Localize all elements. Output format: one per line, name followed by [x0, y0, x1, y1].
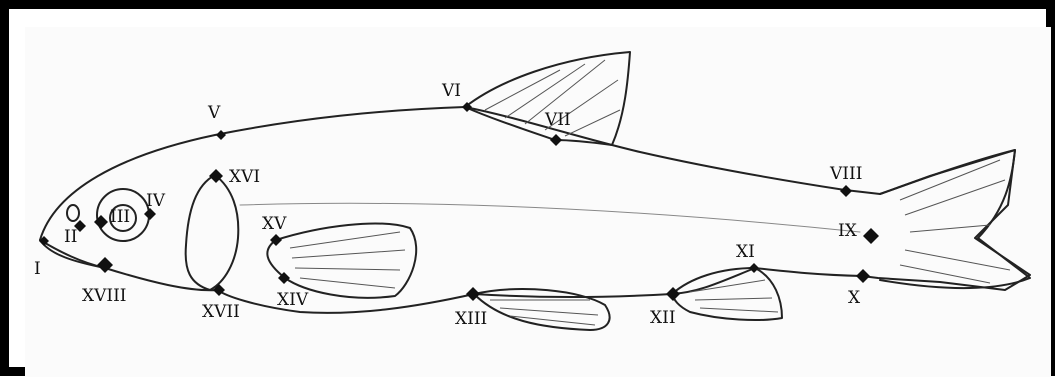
landmark-label-iv: IV [146, 191, 166, 211]
operculum [186, 175, 239, 290]
landmark-marker-ix [863, 228, 879, 244]
landmark-label-vii: VII [544, 110, 571, 130]
nostril [67, 205, 79, 221]
landmark-label-xiv: XIV [277, 290, 309, 310]
landmark-label-ii: II [64, 227, 77, 247]
landmark-label-vi: VI [441, 81, 461, 101]
landmark-label-ix: IX [838, 221, 858, 241]
dorsal-fin [465, 52, 630, 145]
landmark-label-xiii: XIII [455, 309, 487, 329]
anal-fin [672, 268, 782, 320]
landmark-label-iii: III [110, 207, 130, 227]
landmark-label-xii: XII [650, 308, 676, 328]
fish-outline [40, 52, 1030, 330]
caudal-fin [880, 150, 1030, 288]
landmark-label-xv: XV [262, 214, 287, 234]
landmark-marker-x [856, 269, 870, 283]
pectoral-fin [267, 224, 416, 298]
fin-rays [290, 60, 1010, 325]
landmark-marker-vii [550, 134, 562, 146]
landmark-label-xvi: XVI [229, 167, 260, 187]
landmark-label-x: X [848, 288, 861, 308]
landmark-marker-v [216, 130, 226, 140]
landmark-label-xi: XI [736, 242, 755, 262]
fish-body [40, 107, 1030, 313]
landmark-label-xviii: XVIII [82, 286, 127, 306]
landmark-marker-viii [840, 185, 852, 197]
landmark-marker-xi [749, 263, 759, 273]
landmark-label-viii: VIII [829, 164, 862, 184]
landmark-label-xvii: XVII [202, 302, 240, 322]
landmark-markers [39, 102, 879, 301]
landmark-label-i: I [34, 259, 41, 279]
landmark-label-v: V [207, 103, 221, 123]
